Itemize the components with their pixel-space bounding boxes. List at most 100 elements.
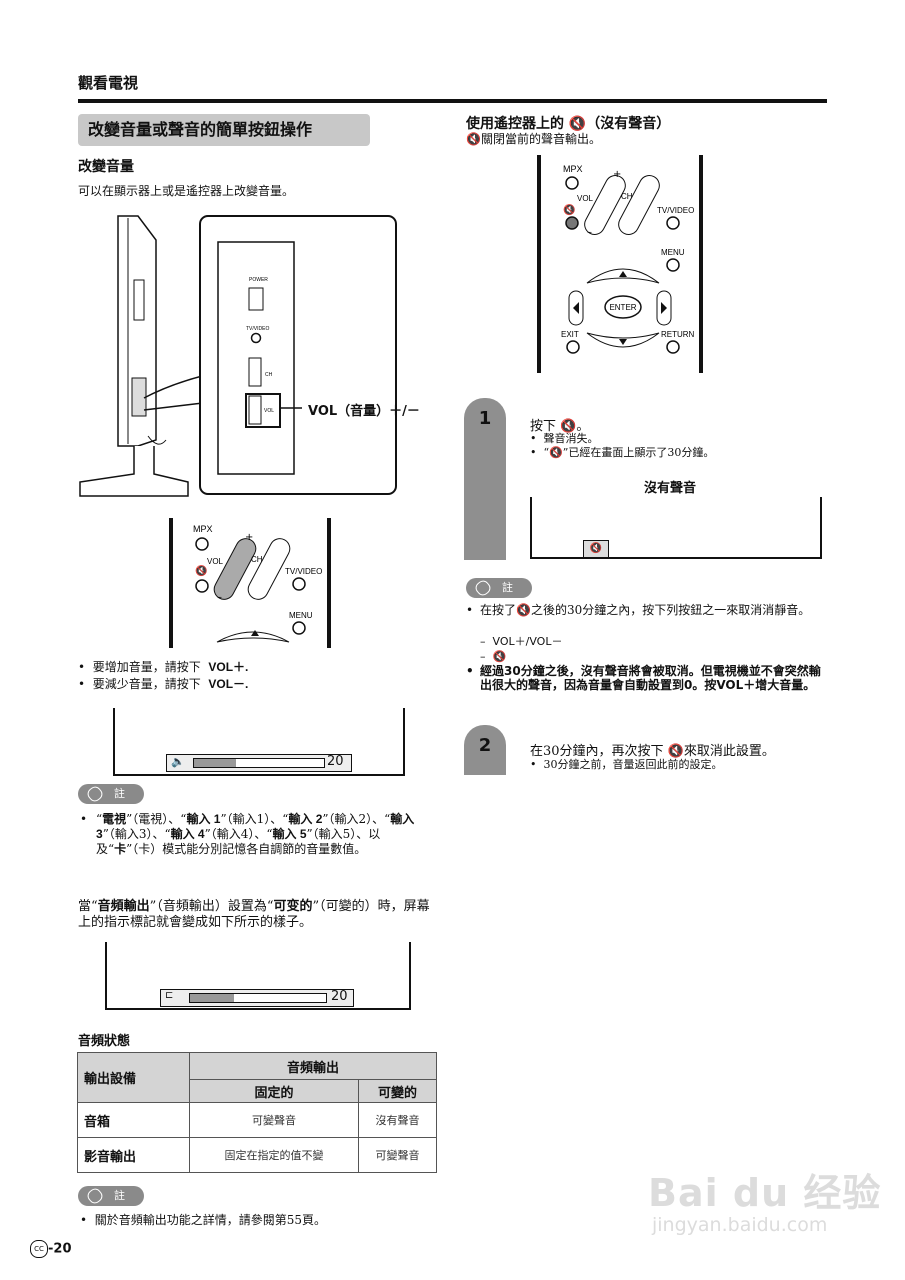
volume-level-fill-2 [190,994,234,1002]
text-segment: ”（輸入1）、“ [220,812,289,826]
mute-onscreen-icon: 🔇 [583,540,609,558]
remote-full-right: MPX VOL 🔇 + – CH TV/VIDEO MENU ENTER EXI… [537,155,703,373]
exit-label: EXIT [561,330,579,339]
note-1-text: • “電視”（電視）、“輸入 1”（輸入1）、“輸入 2”（輸入2）、“輸入 3… [80,812,415,856]
text-segment: ”（電視）、“ [126,812,187,826]
return-label: RETURN [661,330,695,339]
table-corner: 輸出設備 [77,1052,190,1103]
vol-rocker[interactable] [211,535,260,603]
tvvideo-label-r: TV/VIDEO [657,206,694,215]
return-button-r[interactable] [666,340,680,354]
tvvideo-button[interactable] [250,332,262,344]
step-1-bullet: • “🔇”已經在畫面上顯示了30分鐘。 [530,446,715,459]
note-pill-2: 註 [78,1186,144,1206]
up-arrow-icon [619,271,627,277]
page-title: 改變音量或聲音的簡單按鈕操作 [78,114,370,146]
mute-subtitle: 🔇關閉當前的聲音輸出。 [466,132,601,146]
volume-level-fill [194,759,236,767]
vol-callout-label: VOL（音量）＋/－ [308,404,420,419]
emphasis-term: 卡 [114,842,127,856]
power-label: POWER [249,277,268,283]
mpx-button-r[interactable] [565,176,579,190]
table-col-variable: 可變的 [358,1079,437,1103]
page-number: CC-20 [30,1240,72,1258]
note-right-bold: • 經過30分鐘之後，沒有聲音將會被取消。但電視機並不會突然輸出很大的聲音，因為… [466,664,821,692]
mute-title: 使用遙控器上的 🔇（沒有聲音） [466,116,671,132]
volume-value: 20 [327,754,344,769]
step-2-number: 2 [478,735,492,756]
vol-label-remote: VOL [207,557,224,566]
table-row: 影音輸出 固定在指定的值不變 可變聲音 [77,1137,437,1173]
mute-button[interactable] [195,579,209,593]
mute-icon-r: 🔇 [563,203,575,216]
left-arrow-icon [573,302,579,314]
step-1-tab [464,398,506,560]
enter-button-r[interactable] [604,295,642,319]
watermark-brand: Bai du 经验 [648,1171,882,1215]
plus-label: + [245,532,253,543]
emphasis-term: 輸入 4 [170,827,205,841]
step-1-number: 1 [478,408,492,429]
plus-label-r: + [613,169,621,180]
exit-button-r[interactable] [566,340,580,354]
step-1-bullet: • 聲音消失。 [530,432,599,445]
remote-partial-left: MPX VOL 🔇 + – CH TV/VIDEO MENU [169,518,331,648]
vol-rocker-r[interactable] [581,172,629,238]
ch-label-remote: CH [251,555,263,564]
intro-text: 可以在顯示器上或是遙控器上改變音量。 [78,184,295,198]
ch-button[interactable] [248,357,262,387]
mpx-button[interactable] [195,537,209,551]
tvvideo-label: TV/VIDEO [246,326,269,332]
tvvideo-label-remote: TV/VIDEO [285,567,322,576]
menu-button[interactable] [292,621,306,635]
mute-button-r[interactable] [565,216,579,230]
menu-label-r: MENU [661,248,685,257]
step-1-main: 按下 🔇。 [530,419,590,434]
screen-frame-mute [530,497,822,559]
tvvideo-button-remote[interactable] [292,577,306,591]
note-pill-right: 註 [466,578,532,598]
ch-rocker[interactable] [245,535,294,603]
audio-out-icon: ⊏ [165,990,174,1001]
paperclip-icon [473,578,493,598]
emphasis-term: 電視 [102,812,127,826]
up-arrow-button[interactable] [216,631,290,643]
table-col-fixed: 固定的 [188,1079,360,1103]
paperclip-icon [85,1186,105,1206]
mpx-label: MPX [193,524,213,534]
note-dash-1: – VOL＋/VOL－ [480,635,563,648]
ch-rocker-r[interactable] [615,172,663,238]
note-2-text: • 關於音頻輸出功能之詳情，請參閱第55頁。 [80,1213,326,1227]
tv-side-diagram: POWER TV/VIDEO CH VOL [79,215,397,497]
bullet-decrease: • 要減少音量，請按下 VOL－. [78,677,249,691]
power-button[interactable] [248,287,264,311]
down-arrow-icon [619,339,627,345]
volume-value-2: 20 [331,989,348,1004]
note-dash-2: – 🔇 [480,650,507,663]
note-right-text: • 在按了🔇之後的30分鐘之內，按下列按鈕之一來取消消靜音。 [466,603,811,617]
emphasis-term: 輸入 1 [186,812,221,826]
paperclip-icon [85,784,105,804]
text-segment: ”（卡）模式能分別記憶各自調節的音量數值。 [126,842,367,856]
screen-frame-1 [113,708,405,776]
volume-indicator-2: ⊏ 20 [160,989,354,1007]
text-segment: 當“ [78,899,98,914]
emphasis-term: 可变的 [273,898,313,913]
audio-output-paragraph: 當“音頻輸出”（音頻輸出）設置為“可变的”（可變的）時，屏幕上的指示標記就會變成… [78,898,440,931]
menu-label: MENU [289,611,313,620]
text-segment: “ [96,812,103,826]
menu-button-r[interactable] [666,258,680,272]
minus-label-r: – [587,227,592,238]
header-rule [78,99,827,103]
subtitle-change-volume: 改變音量 [78,159,134,175]
tvvideo-button-r[interactable] [666,216,680,230]
vol-button[interactable] [248,395,262,425]
right-arrow-icon [661,302,667,314]
text-segment: ”（可變的）時，屏幕上的指示標記就會變成如下所示的樣子。 [78,899,430,930]
minus-label: – [217,592,222,603]
audio-status-table: 輸出設備 音頻輸出 固定的 可變的 音箱 可變聲音 沒有聲音 影音輸出 固定在指… [77,1052,437,1173]
emphasis-term: 輸入 5 [272,827,307,841]
enter-label: ENTER [609,303,636,312]
bullet-increase: • 要增加音量，請按下 VOL＋. [78,660,249,674]
vol-label-r: VOL [577,194,594,203]
